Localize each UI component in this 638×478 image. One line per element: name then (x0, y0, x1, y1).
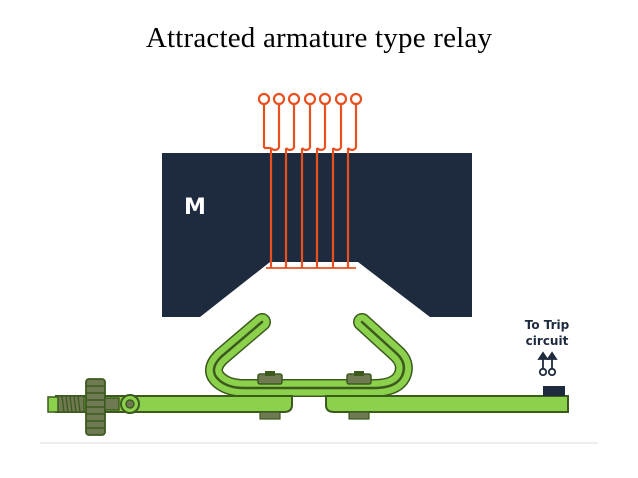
gear-icon (85, 378, 140, 436)
trip-arrow-icon (537, 351, 558, 377)
beam-right (325, 395, 569, 413)
trip-contact (543, 386, 565, 396)
adjusting-screw-icon (47, 395, 85, 413)
trip-label-line1: To Trip (525, 318, 570, 332)
coil-winding (262, 104, 358, 269)
beam-bolt-left (259, 411, 281, 420)
armature-bolt-left (257, 371, 283, 385)
core-label: C (298, 294, 314, 319)
armature-bolt-right (346, 371, 372, 385)
slide-title: Attracted armature type relay (145, 22, 493, 54)
trip-label-line2: circuit (526, 334, 569, 348)
magnet-label: M (184, 195, 206, 220)
beam-bolt-right (348, 411, 370, 420)
coil-terminal-icon (257, 92, 363, 106)
